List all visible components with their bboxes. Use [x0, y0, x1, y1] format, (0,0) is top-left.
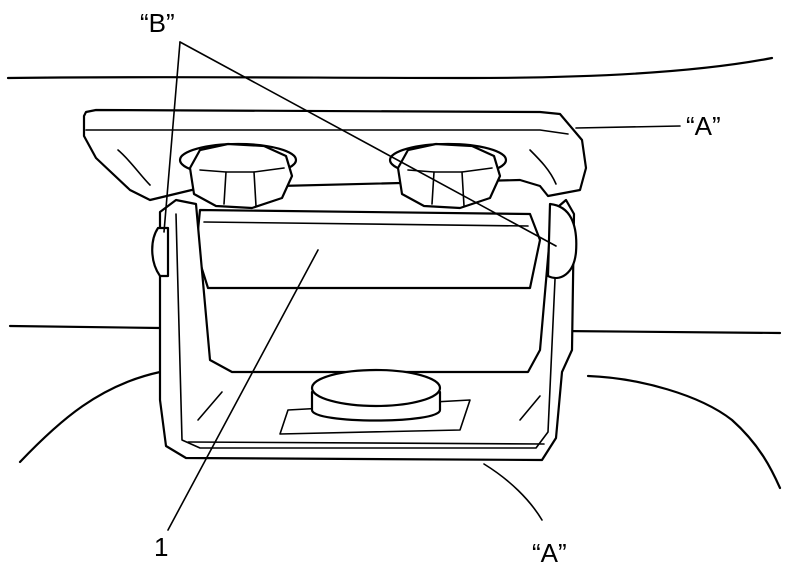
pin-end-right: [546, 202, 578, 279]
floor-notch-right: [519, 395, 541, 421]
leader-b-left: [163, 41, 181, 233]
upper-hinge-plate: [82, 108, 588, 202]
hinge-pin-barrel: [194, 208, 542, 290]
bracket-inner-left: [175, 213, 559, 449]
floor-notch-left: [197, 391, 223, 421]
leader-part-1: [167, 249, 319, 531]
roof-middle-line-right: [558, 329, 782, 335]
body-curve-left: [18, 370, 162, 464]
leader-a-right: [575, 125, 681, 129]
label-a-right: “A”: [686, 111, 721, 141]
pin-end-left: [151, 226, 170, 278]
lower-hinge-bracket: [158, 198, 576, 462]
hinge-pin-top-edge: [203, 221, 529, 227]
bolt-right: [388, 142, 508, 210]
upper-plate-left-bend: [117, 149, 151, 186]
roof-middle-line-left: [8, 324, 162, 330]
roof-upper-line: [6, 56, 774, 80]
bump-stop: [310, 368, 442, 422]
leader-b-right: [179, 41, 557, 247]
body-curve-right: [586, 374, 782, 490]
upper-plate-right-bend: [529, 149, 557, 185]
label-part-1: 1: [154, 532, 168, 562]
leader-a-bottom: [483, 463, 543, 521]
bracket-floor-edge: [187, 441, 545, 445]
label-a-bottom: “A”: [532, 538, 567, 568]
label-b: “B”: [140, 8, 175, 38]
upper-plate-top-edge: [85, 129, 569, 135]
bolt-left: [178, 142, 298, 210]
